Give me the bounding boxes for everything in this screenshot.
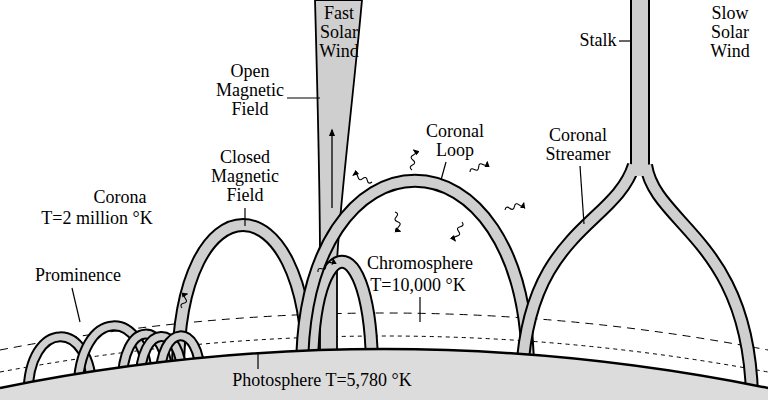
radiation-arrow	[410, 150, 416, 170]
label-text: Fast Solar Wind	[314, 4, 364, 61]
leader-line	[441, 162, 446, 180]
label-text: Coronal Streamer	[538, 126, 618, 164]
label-text: T=10,000 °K	[318, 276, 518, 295]
leader-line	[257, 354, 258, 369]
label-text: T=2 million °K	[0, 209, 197, 228]
stalk-outline	[630, 0, 650, 175]
streamer-outline	[522, 165, 634, 372]
leader-lines	[72, 41, 632, 369]
chromosphere-boundary	[0, 313, 768, 350]
label-text: Closed Magnetic Field	[205, 148, 285, 205]
label-text: Slow Solar Wind	[705, 4, 755, 61]
photosphere-body	[0, 349, 768, 400]
wind-arrow	[331, 130, 332, 208]
label-text: Open Magnetic Field	[210, 62, 290, 119]
stalk-band	[632, 0, 648, 176]
radiation-arrow	[393, 211, 402, 231]
label-text: Prominence	[0, 266, 178, 285]
leader-line	[244, 208, 245, 226]
leader-line	[619, 40, 632, 41]
streamer-outline	[646, 165, 752, 395]
streamer-band	[522, 165, 634, 372]
streamer-band	[646, 165, 752, 395]
radiation-arrow	[469, 160, 488, 173]
label-text: Chromosphere	[320, 254, 520, 273]
radiation-arrow	[504, 201, 524, 212]
label-text: Corona	[20, 188, 220, 207]
radiation-arrow	[453, 221, 464, 241]
label-text: Photosphere T=5,780 °K	[122, 371, 522, 390]
leader-line	[580, 166, 584, 224]
leader-line	[287, 97, 320, 98]
leader-line	[419, 297, 420, 322]
coronal-loop	[302, 181, 528, 372]
leader-line	[72, 288, 80, 322]
label-text: Stalk	[498, 31, 698, 50]
radiation-arrow	[353, 173, 373, 184]
radiation-arrow	[180, 293, 189, 308]
radiation-arrow	[317, 258, 335, 274]
label-text: Coronal Loop	[420, 122, 490, 160]
coronal-loop-outline	[302, 181, 528, 372]
